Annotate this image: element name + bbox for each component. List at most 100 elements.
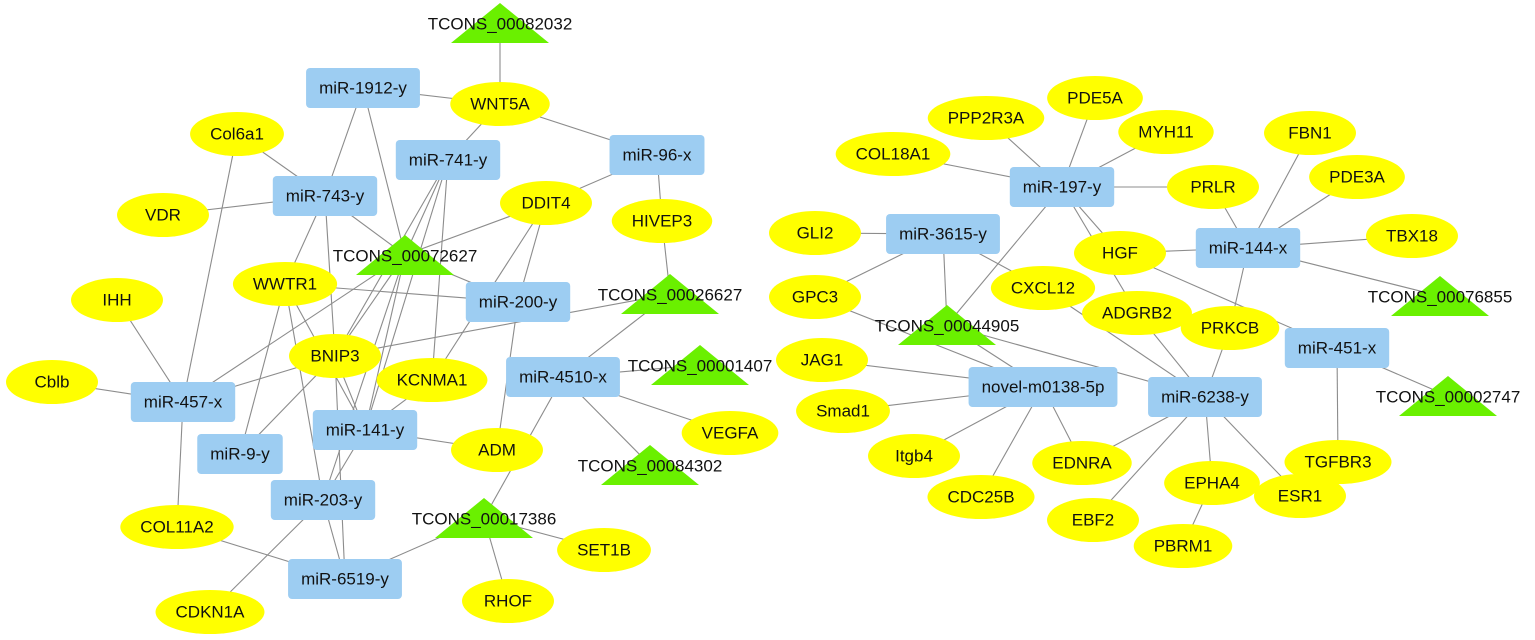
gene-ellipse [155,590,265,634]
node-label: TGFBR3 [1304,453,1371,472]
edge-wwtr1-mir9 [239,283,286,455]
mirna-box [270,480,376,520]
mirna-box [197,434,283,474]
gene-ellipse [611,199,713,243]
edge-wwtr1-mir203 [284,283,324,501]
node-label: miR-141-y [326,421,405,440]
lncrna-node-t17386: TCONS_00017386 [412,498,557,538]
gene-ellipse [376,358,488,402]
edge-mir6238-ebf2 [1092,396,1206,521]
gene-node-gpc3: GPC3 [769,275,861,319]
gene-ellipse [117,193,209,237]
node-label: EDNRA [1052,454,1112,473]
node-label: GLI2 [797,224,834,243]
gene-node-vdr: VDR [117,193,209,237]
mirna-box [886,214,1000,254]
gene-node-tgfbr3: TGFBR3 [1284,440,1392,484]
node-label: WWTR1 [253,275,317,294]
gene-node-col18a1: COL18A1 [835,132,951,176]
mirna-node-mir4510: miR-4510-x [506,357,620,397]
gene-ellipse [1082,291,1192,335]
gene-node-cdkn1a: CDKN1A [155,590,265,634]
gene-ellipse [190,112,284,156]
gene-ellipse [462,579,554,623]
node-label: CXCL12 [1011,279,1075,298]
lncrna-triangle [621,274,719,314]
lncrna-node-t72627: TCONS_00072627 [333,235,477,275]
lncrna-node-t26627: TCONS_00026627 [598,274,742,314]
gene-ellipse [1047,498,1139,542]
node-label: miR-457-x [144,393,223,412]
mirna-box [1009,167,1115,207]
gene-node-tbx18: TBX18 [1366,214,1458,258]
mirna-box [312,410,418,450]
mirna-node-mir451: miR-451-x [1284,328,1390,368]
mirna-node-mir741: miR-741-y [395,140,501,180]
gene-ellipse [120,505,234,549]
lncrna-triangle [1399,376,1497,416]
gene-ellipse [500,181,592,225]
node-label: COL18A1 [856,145,931,164]
gene-ellipse [1309,155,1405,199]
gene-ellipse [71,278,163,322]
mirna-node-mir9: miR-9-y [197,434,283,474]
mirna-box [609,135,705,175]
gene-ellipse [6,360,98,404]
node-label: PRLR [1190,178,1235,197]
node-label: miR-203-y [284,491,363,510]
mirna-box [288,559,402,599]
node-label: miR-743-y [286,187,365,206]
gene-ellipse [1366,214,1458,258]
gene-node-jag1: JAG1 [776,338,868,382]
gene-node-ddit4: DDIT4 [500,181,592,225]
node-label: Itgb4 [895,447,933,466]
gene-ellipse [868,434,960,478]
gene-node-cxcl12: CXCL12 [990,266,1096,310]
node-label: MYH11 [1138,123,1193,142]
mirna-box [1195,228,1301,268]
edge-t72627-mir141 [364,254,406,431]
node-label: KCNMA1 [397,371,468,390]
mirna-node-mir457: miR-457-x [130,382,236,422]
node-label: ESR1 [1278,487,1322,506]
mirna-node-novel: novel-m0138-5p [968,367,1118,407]
node-label: Col6a1 [210,125,264,144]
lncrna-triangle [898,305,996,345]
mirna-box [1284,328,1390,368]
node-label: PDE5A [1067,89,1123,108]
lncrna-node-t01407: TCONS_00001407 [628,345,773,385]
gene-node-fbn1: FBN1 [1264,111,1356,155]
gene-node-cdc25b: CDC25B [927,475,1035,519]
lncrna-node-t82032: TCONS_00082032 [428,3,572,43]
node-label: EPHA4 [1184,474,1240,493]
node-label: miR-741-y [409,151,488,170]
node-label: miR-200-y [479,293,558,312]
edge-mir1912-t72627 [362,87,406,256]
gene-node-smad1: Smad1 [796,389,890,433]
node-label: TCONS_00017386 [412,510,557,529]
node-label: GPC3 [792,288,838,307]
gene-node-esr1: ESR1 [1254,474,1346,518]
node-label: TCONS_00001407 [628,357,773,376]
gene-node-adm: ADM [451,428,543,472]
mirna-node-mir96: miR-96-x [609,135,705,175]
node-label: miR-96-x [623,146,692,165]
lncrna-triangle [435,498,533,538]
node-label: IHH [102,291,131,310]
gene-ellipse [1164,461,1260,505]
node-label: TBX18 [1386,227,1438,246]
gene-ellipse [990,266,1096,310]
mirna-node-mir203: miR-203-y [270,480,376,520]
gene-ellipse [1032,441,1132,485]
gene-node-ppp2r3a: PPP2R3A [927,96,1045,140]
edge-bnip3-mir6519 [334,355,346,580]
node-label: BNIP3 [310,347,359,366]
gene-node-hgf: HGF [1074,231,1166,275]
edge-mir197-t44905 [946,186,1063,326]
edge-t72627-mir457 [182,254,406,403]
node-label: JAG1 [801,351,844,370]
gene-ellipse [927,475,1035,519]
gene-node-wnt5a: WNT5A [450,82,550,126]
gene-node-myh11: MYH11 [1118,110,1214,154]
